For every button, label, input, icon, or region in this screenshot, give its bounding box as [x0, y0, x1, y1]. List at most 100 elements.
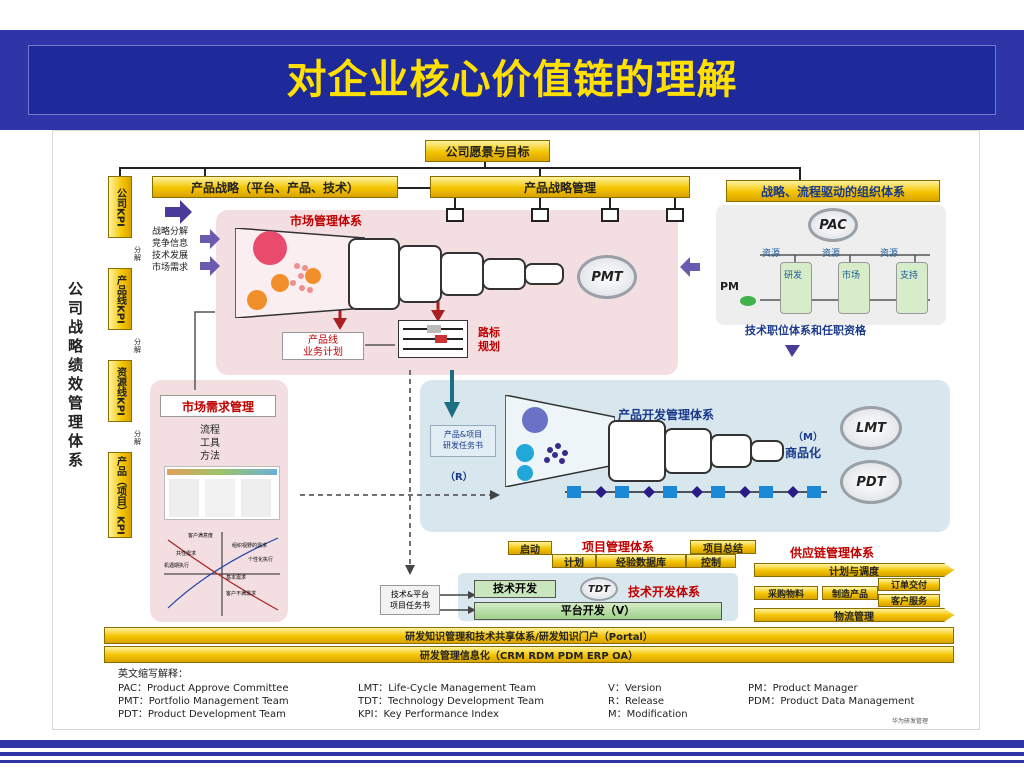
- quad-label: 个性化执行: [248, 557, 274, 563]
- performance-system-label: 公司战略绩效管理体系: [68, 280, 84, 469]
- process-tools-label: 流程 工具 方法: [200, 425, 220, 462]
- tdt-logo: TDT: [580, 577, 618, 601]
- product-line-plan-box: 产品线 业务计划: [282, 332, 364, 360]
- checkbox-icon: [666, 208, 684, 222]
- pipeline-segment: [524, 263, 564, 285]
- dev-pipeline-segment: [750, 440, 784, 462]
- bottom-rule: [0, 760, 1024, 763]
- legend-entry: V：Version: [608, 683, 662, 694]
- market-demand-label: 市场需求管理: [181, 400, 254, 414]
- kpi-bar-product-line: 产品线KPI: [108, 268, 132, 330]
- decompose-label: 分解: [134, 338, 141, 354]
- bottom-rule: [0, 740, 1024, 748]
- project-step-summary: 项目总结: [690, 540, 756, 555]
- pmt-logo: PMT: [577, 255, 637, 299]
- decompose-label: 分解: [134, 246, 141, 262]
- strategy-input: 战略分解: [152, 227, 189, 237]
- pm-icon: [740, 296, 756, 306]
- quad-label: 客户满意度: [188, 533, 214, 539]
- dept-label-rd: 研发: [784, 271, 803, 281]
- project-step-start: 启动: [508, 541, 552, 556]
- pipeline-segment: [348, 238, 400, 310]
- legend-entry: PDM：Product Data Management: [748, 696, 915, 707]
- knowledge-portal-bar: 研发知识管理和技术共享体系/研发知识门户（Portal）: [104, 627, 954, 644]
- dept-box: [780, 262, 812, 314]
- product-strategy-mgmt-bar: 产品战略管理: [430, 176, 690, 198]
- legend-entry: M：Modification: [608, 709, 688, 720]
- legend-entry: KPI：Key Performance Index: [358, 709, 499, 720]
- logistics-bar: 物流管理: [754, 608, 954, 622]
- release-track: [565, 486, 827, 498]
- release-label: （R）: [445, 472, 473, 483]
- watermark: 华为研发管理: [892, 718, 929, 725]
- commercialize-label: 商品化: [785, 446, 822, 460]
- legend-entry: R：Release: [608, 696, 665, 707]
- info-system-bar: 研发管理信息化（CRM RDM PDM ERP OA）: [104, 646, 954, 663]
- org-system-bar: 战略、流程驱动的组织体系: [726, 180, 940, 202]
- project-step-control: 控制: [686, 554, 736, 569]
- legend-title: 英文缩写解释：: [118, 669, 188, 680]
- checkbox-icon: [446, 208, 464, 222]
- roadmap-icon: [403, 325, 463, 350]
- tech-position-label: 技术职位体系和任职资格: [745, 324, 866, 337]
- supply-chain-title: 供应链管理体系: [790, 546, 875, 560]
- dept-label-support: 支持: [900, 271, 919, 281]
- process-screenshot: [164, 466, 280, 520]
- strategy-inputs: 战略分解 竞争信息 技术发展 市场需求: [152, 226, 208, 274]
- kpi-bar-resource-line: 资源线KPI: [108, 360, 132, 422]
- market-funnel: [235, 228, 365, 318]
- dev-pipeline-segment: [710, 434, 752, 468]
- legend-table: PAC：Product Approve Committee LMT：Life-C…: [118, 682, 968, 721]
- legend-entry: TDT：Technology Development Team: [358, 696, 545, 707]
- resource-label: 资源: [880, 249, 899, 259]
- pm-label: PM: [720, 280, 740, 293]
- checkbox-icon: [601, 208, 619, 222]
- decompose-label: 分解: [134, 430, 141, 446]
- pipeline-segment: [398, 245, 442, 303]
- page-title: 对企业核心价值链的理解: [286, 57, 738, 103]
- dev-funnel: [505, 395, 615, 487]
- demand-quadrant-chart: [164, 532, 280, 616]
- resource-label: 资源: [822, 249, 841, 259]
- dev-pipeline-segment: [664, 428, 712, 474]
- quad-label: 机遇期执行: [164, 563, 190, 569]
- legend-entry: PDT：Product Development Team: [118, 709, 286, 720]
- checkbox-icon: [531, 208, 549, 222]
- pac-logo: PAC: [808, 208, 858, 242]
- tech-platform-task-box: 技术&平台 项目任务书: [380, 585, 440, 615]
- strategy-input: 市场需求: [152, 263, 189, 273]
- legend-entry: PMT：Portfolio Management Team: [118, 696, 289, 707]
- legend-entry: PAC：Product Approve Committee: [118, 683, 289, 694]
- market-demand-title: 市场需求管理: [160, 395, 276, 417]
- project-step-plan: 计划: [552, 554, 596, 569]
- tech-dev-box: 技术开发: [474, 580, 556, 598]
- manufacture-box: 制造产品: [822, 586, 878, 600]
- customer-service-box: 客户服务: [878, 594, 940, 607]
- roadmap-label: 路标 规划: [478, 326, 500, 353]
- title-panel: [28, 45, 996, 115]
- tech-dev-system-title: 技术开发体系: [628, 585, 701, 599]
- order-delivery-box: 订单交付: [878, 578, 940, 591]
- project-mgmt-title: 项目管理体系: [582, 540, 655, 554]
- platform-dev-box: 平台开发（V）: [474, 602, 722, 620]
- bottom-rule: [0, 752, 1024, 756]
- legend-entry: LMT：Life-Cycle Management Team: [358, 683, 536, 694]
- arrow-icon: [165, 200, 192, 224]
- dev-pipeline-segment: [608, 420, 666, 482]
- dept-box: [896, 262, 928, 314]
- pdt-logo: PDT: [840, 460, 902, 504]
- project-step-db: 经验数据库: [596, 554, 686, 569]
- product-strategy-bar: 产品战略（平台、产品、技术）: [152, 176, 398, 198]
- quad-label: 共性需求: [176, 551, 197, 557]
- legend-entry: PM：Product Manager: [748, 683, 858, 694]
- product-dev-title: 产品开发管理体系: [618, 408, 715, 422]
- strategy-input: 竞争信息: [152, 239, 189, 249]
- dept-label-market: 市场: [842, 271, 861, 281]
- modification-label: （M）: [793, 432, 823, 443]
- market-mgmt-title: 市场管理体系: [290, 214, 363, 228]
- task-book-box: 产品&项目 研发任务书: [430, 425, 496, 457]
- kpi-bar-project: 产品（项目）KPI: [108, 452, 132, 538]
- strategy-input: 技术发展: [152, 251, 189, 261]
- quad-label: 组织视野的需求: [232, 543, 268, 549]
- quad-label: 基本需求: [226, 575, 247, 581]
